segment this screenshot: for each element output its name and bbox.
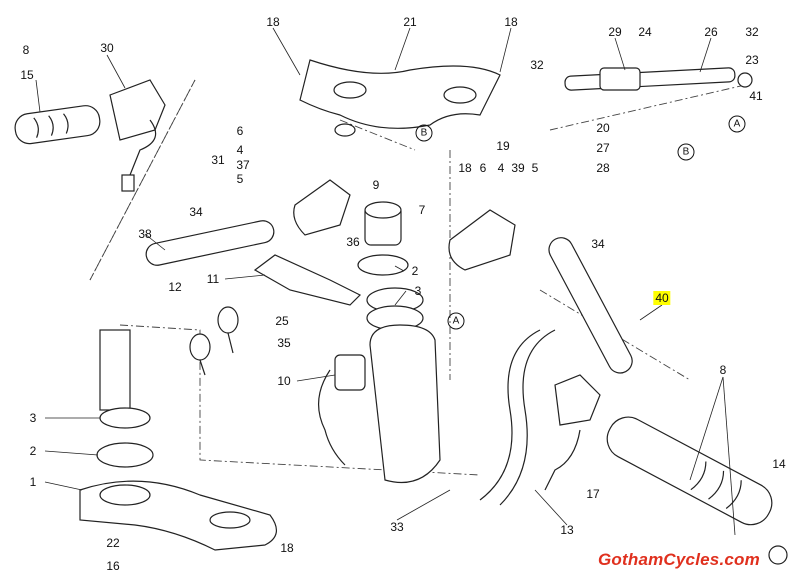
- callout-18: 18: [280, 541, 294, 555]
- callout-19: 19: [496, 139, 510, 153]
- callout-32: 32: [530, 58, 544, 72]
- callout-27: 27: [596, 141, 610, 155]
- callout-31: 31: [211, 153, 225, 167]
- callout-24: 24: [638, 25, 652, 39]
- callout-8: 8: [22, 43, 30, 57]
- callout-3: 3: [414, 284, 422, 298]
- right-grip: [606, 416, 773, 526]
- callout-28: 28: [596, 161, 610, 175]
- left-switch: [109, 79, 166, 141]
- callout-14: 14: [772, 457, 786, 471]
- callout-12: 12: [168, 280, 182, 294]
- callout-22: 22: [106, 536, 120, 550]
- callout-34: 34: [189, 205, 203, 219]
- callout-2: 2: [411, 264, 419, 278]
- callout-20: 20: [596, 121, 610, 135]
- callout-3: 3: [29, 411, 37, 425]
- reference-marker-A: A: [447, 312, 465, 330]
- right-handlebar: [548, 237, 633, 374]
- callout-38: 38: [138, 227, 152, 241]
- callout-15: 15: [20, 68, 34, 82]
- callout-18: 18: [266, 15, 280, 29]
- callout-32: 32: [745, 25, 759, 39]
- reference-marker-B: B: [415, 124, 433, 142]
- callout-33: 33: [390, 520, 404, 534]
- reference-marker-A: A: [728, 115, 746, 133]
- callout-6: 6: [479, 161, 487, 175]
- callout-2: 2: [29, 444, 37, 458]
- callout-30: 30: [100, 41, 114, 55]
- left-grip: [14, 105, 101, 145]
- reference-marker-B: B: [677, 143, 695, 161]
- callout-36: 36: [346, 235, 360, 249]
- callout-16: 16: [106, 559, 120, 573]
- callout-10: 10: [277, 374, 291, 388]
- callout-23: 23: [745, 53, 759, 67]
- callout-1: 1: [29, 475, 37, 489]
- callout-18: 18: [458, 161, 472, 175]
- callout-25: 25: [275, 314, 289, 328]
- left-handlebar: [145, 220, 275, 266]
- callout-11: 11: [206, 272, 220, 286]
- callout-29: 29: [608, 25, 622, 39]
- callout-5: 5: [236, 172, 244, 186]
- callout-4: 4: [497, 161, 505, 175]
- steering-damper: [564, 67, 736, 91]
- callout-37: 37: [236, 158, 250, 172]
- callout-17: 17: [586, 487, 600, 501]
- callout-4: 4: [236, 143, 244, 157]
- callout-41: 41: [749, 89, 763, 103]
- bottom-yoke: [79, 480, 277, 551]
- callout-21: 21: [403, 15, 417, 29]
- callout-7: 7: [418, 203, 426, 217]
- callout-34: 34: [591, 237, 605, 251]
- callout-5: 5: [531, 161, 539, 175]
- callout-9: 9: [372, 178, 380, 192]
- callout-26: 26: [704, 25, 718, 39]
- callout-35: 35: [277, 336, 291, 350]
- watermark-logo: GothamCycles.com: [598, 550, 760, 569]
- callout-18: 18: [504, 15, 518, 29]
- callout-39: 39: [511, 161, 525, 175]
- callout-8: 8: [719, 363, 727, 377]
- callout-13: 13: [560, 523, 574, 537]
- callout-40-highlighted: 40: [653, 291, 671, 305]
- top-yoke: [299, 59, 501, 129]
- callout-6: 6: [236, 124, 244, 138]
